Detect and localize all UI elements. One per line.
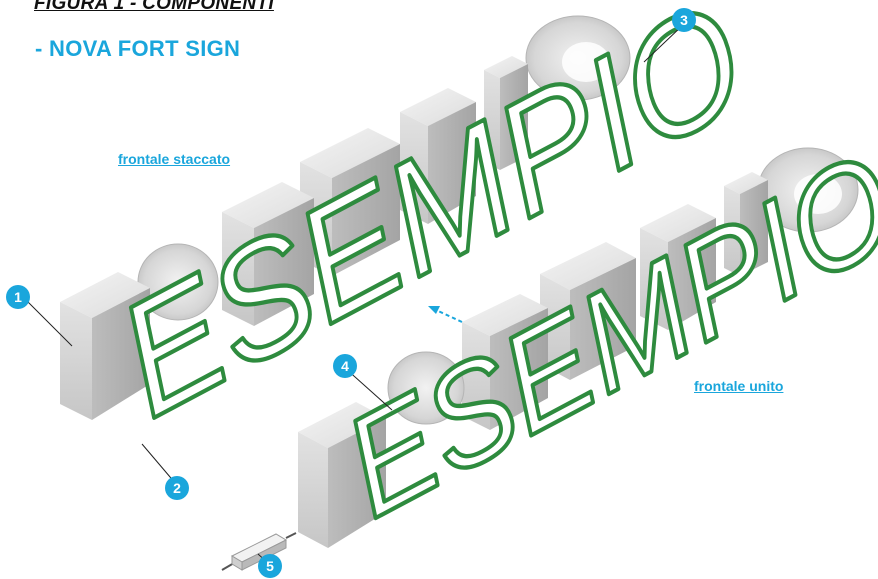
lower-p-box bbox=[640, 204, 716, 330]
lower-i-box bbox=[724, 172, 768, 276]
upper-e1-box bbox=[60, 272, 150, 420]
callout-3: 3 bbox=[672, 8, 696, 32]
upper-o-ring bbox=[525, 15, 631, 101]
callout-3-number: 3 bbox=[680, 12, 688, 28]
callout-4-number: 4 bbox=[341, 358, 349, 374]
detached-front-label: frontale staccato bbox=[118, 151, 231, 167]
upper-letter-boxes bbox=[60, 15, 631, 420]
figure-subtitle: - NOVA FORT SIGN bbox=[35, 36, 241, 61]
upper-e2-box bbox=[222, 182, 314, 326]
callout-5: 5 bbox=[258, 554, 282, 578]
figure-title: FIGURA 1 - COMPONENTI bbox=[34, 0, 274, 14]
lower-s-ring bbox=[387, 351, 465, 425]
lower-m-box bbox=[540, 242, 636, 380]
lower-e1-box bbox=[298, 402, 386, 548]
callout-4: 4 bbox=[333, 354, 357, 378]
lower-o-ring bbox=[757, 147, 859, 233]
callout-1: 1 bbox=[6, 285, 30, 309]
lower-letter-boxes bbox=[298, 147, 859, 548]
power-supply bbox=[221, 532, 297, 571]
callout-1-number: 1 bbox=[14, 289, 22, 305]
lower-e2-box bbox=[462, 294, 548, 430]
callout-2: 2 bbox=[165, 476, 189, 500]
callout-2-number: 2 bbox=[173, 480, 181, 496]
upper-i-box bbox=[484, 56, 528, 170]
assembly-arrow bbox=[428, 306, 463, 323]
joined-front-label: frontale unito bbox=[694, 378, 784, 394]
upper-m-box bbox=[300, 128, 400, 276]
upper-p-box bbox=[400, 88, 476, 224]
callout-5-number: 5 bbox=[266, 558, 274, 574]
